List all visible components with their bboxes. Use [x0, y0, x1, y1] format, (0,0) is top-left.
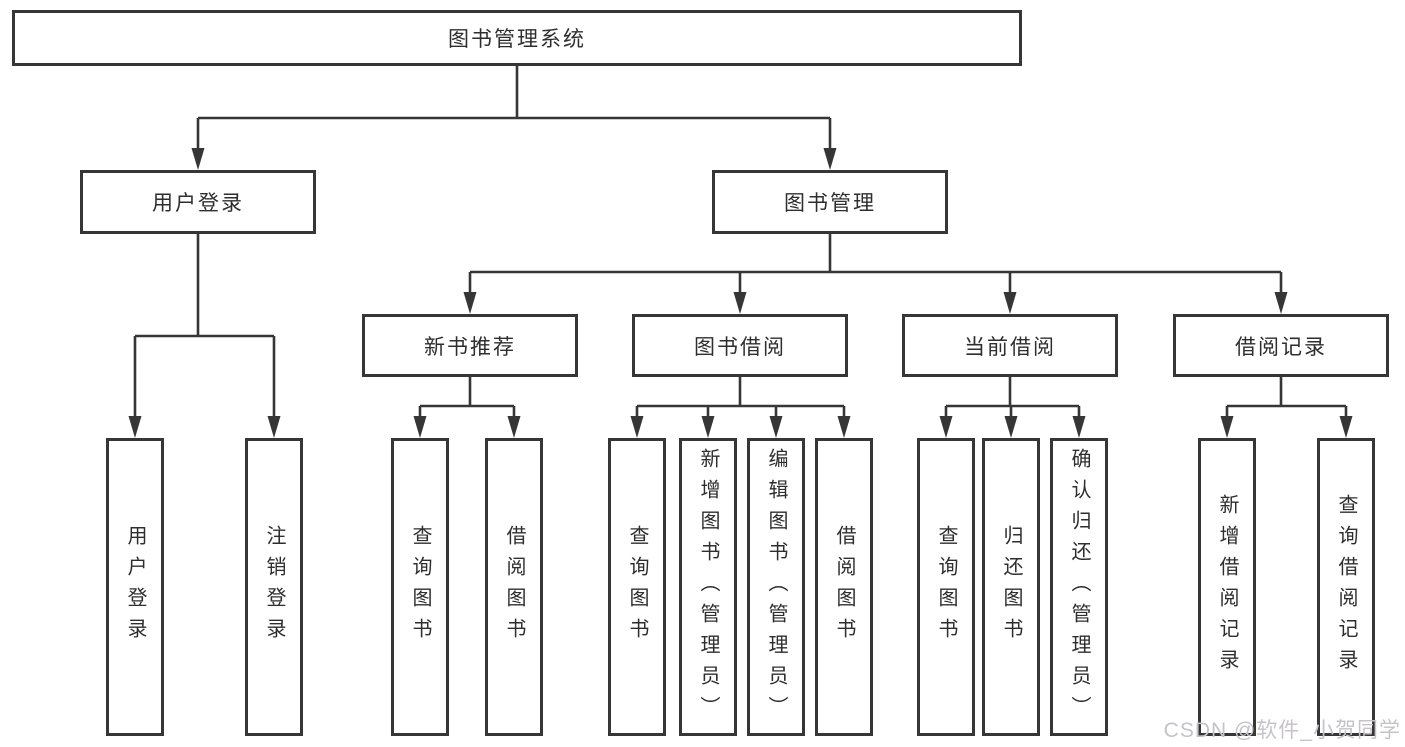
node-book-management: 图书管理: [712, 170, 948, 234]
node-borrowing-records-label: 借阅记录: [1235, 335, 1327, 359]
arrowheads-user-login-leaves: [128, 416, 281, 438]
node-book-borrowing-label: 图书借阅: [694, 335, 786, 359]
leaf-add-borrow-record-label: 新增借阅记录: [1216, 494, 1238, 680]
connector-borrow-records-to-leaves: [1225, 377, 1348, 417]
leaf-query-borrow-record-label: 查询借阅记录: [1335, 494, 1357, 680]
leaf-query-books-current: 查询图书: [917, 438, 975, 736]
leaf-borrow-books-label: 借阅图书: [833, 525, 855, 649]
leaf-borrow-books: 借阅图书: [815, 438, 873, 736]
leaf-query-books-recommend-label: 查询图书: [409, 525, 431, 649]
leaf-add-book-admin: 新增图书（管理员）: [679, 438, 737, 736]
node-user-login-label: 用户登录: [152, 192, 244, 215]
leaf-borrow-books-recommend: 借阅图书: [485, 438, 543, 736]
leaf-add-book-admin-label: 新增图书（管理员）: [697, 447, 719, 727]
leaf-query-borrow-record: 查询借阅记录: [1317, 438, 1375, 736]
connector-book-borrow-to-leaves: [635, 377, 846, 417]
leaf-user-login: 用户登录: [106, 438, 164, 736]
connector-root-to-level2: [196, 66, 832, 149]
connector-book-management-to-level3: [468, 234, 1283, 293]
leaf-borrow-books-recommend-label: 借阅图书: [503, 525, 525, 649]
node-current-borrowing: 当前借阅: [902, 314, 1118, 377]
arrowheads-book-borrow-leaves: [630, 416, 851, 438]
leaf-query-books-borrow: 查询图书: [608, 438, 666, 736]
arrowheads-current-borrow-leaves: [939, 416, 1086, 438]
node-new-book-recommend-label: 新书推荐: [424, 335, 516, 359]
leaf-return-book: 归还图书: [982, 438, 1040, 736]
leaf-query-books-borrow-label: 查询图书: [626, 525, 648, 649]
arrowheads-level3: [463, 292, 1288, 314]
leaf-return-book-label: 归还图书: [1000, 525, 1022, 649]
leaf-logout: 注销登录: [245, 438, 303, 736]
node-current-borrowing-label: 当前借阅: [964, 335, 1056, 359]
leaf-query-books-recommend: 查询图书: [391, 438, 449, 736]
node-new-book-recommend: 新书推荐: [362, 314, 578, 377]
leaf-confirm-return-admin: 确认归还（管理员）: [1050, 438, 1108, 736]
arrowheads-borrow-records-leaves: [1220, 416, 1353, 438]
node-borrowing-records: 借阅记录: [1173, 314, 1389, 377]
leaf-user-login-label: 用户登录: [124, 525, 146, 649]
leaf-add-borrow-record: 新增借阅记录: [1198, 438, 1256, 736]
node-library-system-label: 图书管理系统: [448, 28, 586, 51]
leaf-confirm-return-admin-label: 确认归还（管理员）: [1068, 447, 1090, 727]
node-book-borrowing: 图书借阅: [632, 314, 848, 377]
leaf-edit-book-admin: 编辑图书（管理员）: [747, 438, 805, 736]
connector-user-login-to-leaves: [133, 234, 276, 417]
node-book-management-label: 图书管理: [784, 192, 876, 215]
leaf-edit-book-admin-label: 编辑图书（管理员）: [765, 447, 787, 727]
node-library-system: 图书管理系统: [12, 10, 1022, 66]
connector-new-book-to-leaves: [418, 377, 516, 417]
node-user-login: 用户登录: [80, 170, 316, 234]
connector-current-borrow-to-leaves: [944, 377, 1081, 417]
leaf-logout-label: 注销登录: [263, 525, 285, 649]
leaf-query-books-current-label: 查询图书: [935, 525, 957, 649]
arrowheads-level2: [191, 148, 837, 170]
arrowheads-new-book-leaves: [413, 416, 521, 438]
csdn-watermark: CSDN @软件_小贺同学: [1163, 719, 1401, 742]
